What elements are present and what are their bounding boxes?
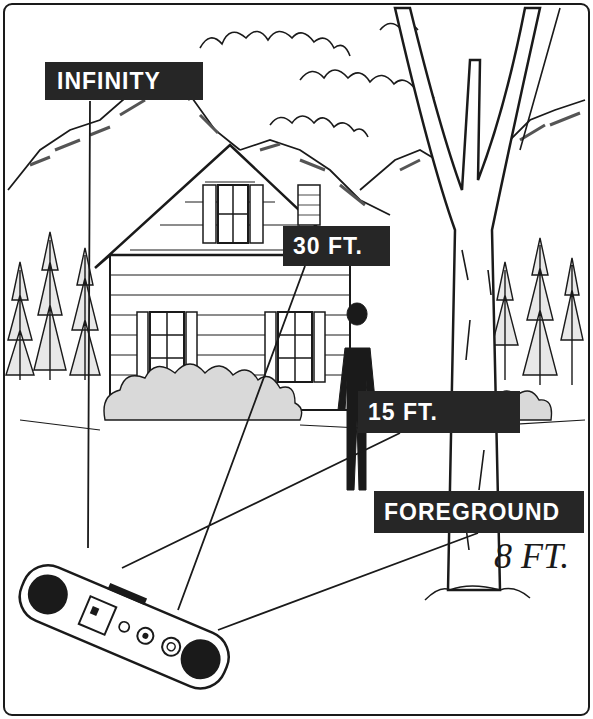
distance-text: 15 FT. bbox=[368, 399, 438, 426]
distance-text: 30 FT. bbox=[293, 233, 363, 260]
window-bars bbox=[218, 185, 248, 243]
distance-tag: INFINITY bbox=[45, 62, 203, 100]
camera-knob bbox=[135, 625, 156, 646]
window-bars bbox=[278, 312, 312, 382]
shutter bbox=[250, 185, 263, 243]
chimney bbox=[298, 185, 320, 225]
clouds bbox=[200, 23, 434, 137]
tree-bark bbox=[462, 8, 560, 550]
camera-top-plate bbox=[108, 583, 148, 605]
shutter bbox=[203, 185, 216, 243]
distance-tag: FOREGROUND bbox=[374, 491, 584, 533]
camera-knob-center bbox=[166, 642, 176, 652]
distance-text: INFINITY bbox=[57, 68, 161, 95]
viewfinder bbox=[79, 596, 116, 635]
camera-end bbox=[174, 633, 226, 685]
distance-tag: 15 FT. bbox=[358, 391, 520, 433]
camera-knob bbox=[159, 635, 183, 659]
distance-text: FOREGROUND bbox=[384, 499, 560, 526]
camera-body bbox=[12, 557, 237, 696]
shutter bbox=[314, 312, 325, 382]
camera-knob-center bbox=[141, 632, 149, 640]
camera-knob bbox=[118, 620, 131, 633]
shutter bbox=[137, 312, 148, 382]
frame-border bbox=[4, 4, 589, 715]
distance-tag: 30 FT. bbox=[283, 226, 390, 266]
tree-roots bbox=[425, 586, 530, 600]
camera-end bbox=[22, 568, 74, 620]
distance-note: 8 FT. bbox=[494, 538, 569, 574]
viewfinder-window bbox=[90, 606, 100, 616]
sight-lines bbox=[88, 101, 478, 630]
window bbox=[218, 185, 248, 243]
chimney-bricks bbox=[298, 195, 320, 215]
camera bbox=[12, 552, 240, 697]
window bbox=[278, 312, 312, 382]
